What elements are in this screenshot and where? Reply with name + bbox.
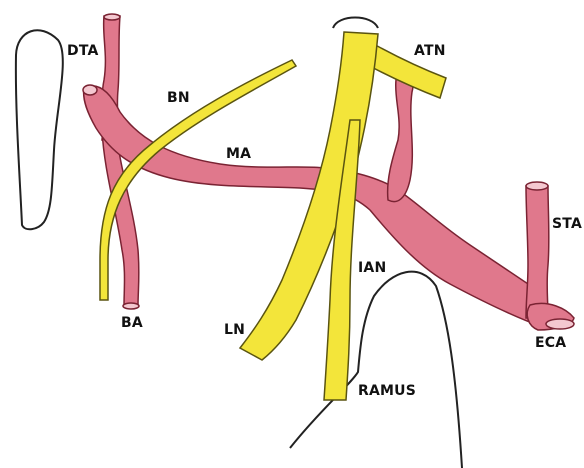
superficial-temporal-artery: [526, 186, 549, 318]
label-bn: BN: [167, 90, 190, 106]
sta-end-cap: [526, 182, 548, 190]
label-ln: LN: [224, 322, 245, 338]
label-sta: STA: [552, 216, 582, 232]
label-eca: ECA: [535, 335, 566, 351]
skull-base-arc: [333, 18, 378, 29]
label-ian: IAN: [358, 260, 386, 276]
label-ba: BA: [121, 315, 143, 331]
eca-end-cap: [546, 319, 574, 329]
coronoid-outline: [16, 30, 63, 229]
dta-end-cap: [104, 14, 120, 20]
ramus-outline: [290, 272, 462, 468]
ma-end-cap: [83, 85, 97, 95]
ba-end-cap: [123, 303, 139, 309]
label-ramus: RAMUS: [358, 383, 416, 399]
label-dta: DTA: [67, 43, 99, 59]
maxillary-branch-upper: [388, 76, 413, 201]
label-ma: MA: [226, 146, 251, 162]
label-atn: ATN: [414, 43, 446, 59]
